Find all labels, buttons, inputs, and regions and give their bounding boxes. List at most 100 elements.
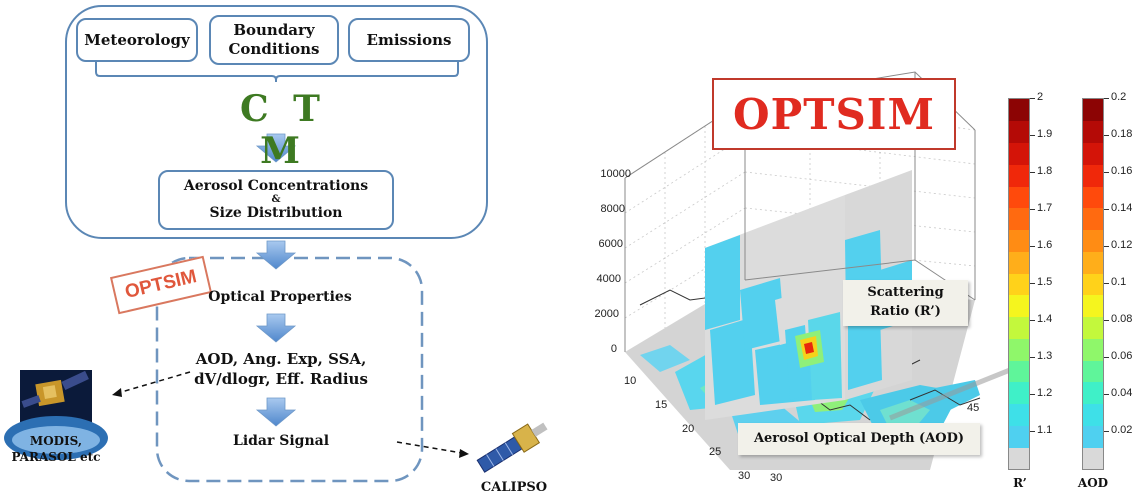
colorbar-tick-mark: [1030, 357, 1035, 358]
colorbar-tick-label: 0.14: [1111, 202, 1133, 214]
colorbar-tick-mark: [1030, 246, 1035, 247]
colorbar-tick-mark: [1104, 209, 1109, 210]
colorbar-tick-mark: [1030, 394, 1035, 395]
colorbar-tick-label: 1.7: [1037, 202, 1053, 214]
colorbar-tick-label: 1.6: [1037, 239, 1053, 251]
colorbar-tick-mark: [1030, 431, 1035, 432]
colorbar-segment: [1009, 381, 1029, 405]
colorbar-tick-mark: [1104, 394, 1109, 395]
colorbar-segment: [1083, 338, 1103, 361]
colorbar-segment: [1083, 164, 1103, 187]
calipso-caption: CALIPSO: [480, 480, 548, 495]
colorbar-tick-mark: [1030, 209, 1035, 210]
colorbar-tick-label: 1.4: [1037, 313, 1053, 325]
colorbar-tick-label: 0.04: [1111, 387, 1133, 399]
colorbar-segment: [1009, 338, 1029, 361]
scattering-ratio-callout: Scattering Ratio (R’): [843, 280, 968, 326]
z-tick-10000: 10000: [600, 168, 631, 180]
colorbar-tick-label: 2: [1037, 91, 1044, 103]
colorbar-segment: [1083, 294, 1103, 318]
aod-properties-line2: dV/dlogr, Eff. Radius: [194, 369, 368, 388]
inputs-brace: [95, 62, 459, 82]
aerosol-concentrations-box: Aerosol Concentrations & Size Distributi…: [158, 170, 394, 230]
colorbar-segment: [1083, 229, 1103, 252]
colorbar-segment: [1009, 229, 1029, 252]
colorbar-aod: [1082, 98, 1104, 470]
ctm-outer-box: [65, 5, 488, 239]
colorbar-segment: [1009, 360, 1029, 383]
colorbar-tick-mark: [1030, 98, 1035, 99]
modis-satellite-icon: [4, 370, 108, 460]
concentrations-line1: Aerosol Concentrations: [183, 177, 369, 194]
aod-properties-line1: AOD, Ang. Exp, SSA,: [195, 350, 367, 368]
colorbar-segment: [1009, 207, 1029, 231]
flow-arrow-4: [255, 397, 297, 427]
left-diagram-lines: [4, 5, 548, 483]
optsim-3d-plot: [624, 71, 1011, 470]
modis-caption-line1: MODIS,: [29, 434, 83, 448]
colorbar-segment: [1009, 294, 1029, 318]
colorbar-segment: [1009, 273, 1029, 296]
colorbar-segment: [1083, 360, 1103, 383]
colorbar-segment: [1009, 447, 1029, 470]
lon-tick-30: 30: [770, 472, 783, 484]
colorbar-segment: [1009, 99, 1029, 122]
colorbar-tick-label: 0.12: [1111, 239, 1133, 251]
colorbar-segment: [1083, 207, 1103, 231]
lat-tick-15: 15: [655, 399, 668, 411]
lidar-track: [889, 367, 1011, 421]
arrow-to-calipso-head: [459, 449, 469, 458]
colorbar-segment: [1009, 425, 1029, 448]
colorbar-r-prime: [1008, 98, 1030, 470]
colorbar-tick-mark: [1104, 246, 1109, 247]
arrow-to-calipso: [396, 441, 463, 454]
colorbar-segment: [1083, 273, 1103, 296]
colorbar-segment: [1009, 251, 1029, 274]
flow-arrow-3: [255, 313, 297, 343]
colorbar-tick-mark: [1104, 98, 1109, 99]
colorbar-tick-label: 1.3: [1037, 350, 1053, 362]
colorbar-tick-label: 0.2: [1111, 91, 1127, 103]
colorbar-tick-label: 0.16: [1111, 165, 1133, 177]
colorbar-segment: [1083, 120, 1103, 143]
colorbar-r-title: R’: [1013, 476, 1027, 490]
concentrations-line2: Size Distribution: [209, 205, 343, 221]
colorbar-segment: [1083, 251, 1103, 274]
colorbar-tick-label: 0.08: [1111, 313, 1133, 325]
scattering-line1: Scattering: [867, 285, 944, 301]
colorbar-tick-mark: [1030, 283, 1035, 284]
colorbar-tick-mark: [1104, 135, 1109, 136]
scattering-line2: Ratio (R’): [870, 304, 941, 319]
concentrations-amp: &: [271, 194, 281, 205]
flow-arrow-1: [255, 133, 297, 163]
boundary-label-line2: Conditions: [228, 40, 320, 58]
colorbar-segment: [1083, 425, 1103, 448]
optsim-title: OPTSIM: [712, 78, 956, 150]
emissions-box: Emissions: [348, 18, 470, 62]
boundary-conditions-box: Boundary Conditions: [209, 15, 339, 65]
lidar-signal-label: Lidar Signal: [232, 433, 330, 449]
colorbar-segment: [1009, 120, 1029, 143]
colorbar-tick-mark: [1030, 172, 1035, 173]
emissions-label: Emissions: [366, 30, 452, 49]
flow-arrow-2: [255, 240, 297, 270]
colorbar-tick-label: 1.8: [1037, 165, 1053, 177]
colorbar-segment: [1083, 99, 1103, 122]
z-tick-0: 0: [610, 343, 617, 355]
meteorology-box: Meteorology: [76, 18, 198, 62]
z-tick-2000: 2000: [594, 308, 619, 320]
colorbar-tick-label: 0.18: [1111, 128, 1133, 140]
colorbar-segment: [1009, 142, 1029, 165]
colorbar-tick-label: 0.1: [1111, 276, 1127, 288]
colorbar-segment: [1083, 403, 1103, 426]
lon-tick-45: 45: [967, 402, 980, 414]
modis-caption-line2: PARASOL etc: [11, 449, 101, 464]
colorbar-tick-label: 0.06: [1111, 350, 1133, 362]
aod-callout: Aerosol Optical Depth (AOD): [738, 423, 980, 455]
colorbar-tick-label: 1.9: [1037, 128, 1053, 140]
colorbar-segment: [1009, 316, 1029, 339]
ctm-label: C T M: [240, 88, 326, 172]
arrow-to-modis: [117, 371, 191, 394]
colorbar-tick-mark: [1104, 283, 1109, 284]
optical-properties-label: Optical Properties: [208, 289, 352, 305]
